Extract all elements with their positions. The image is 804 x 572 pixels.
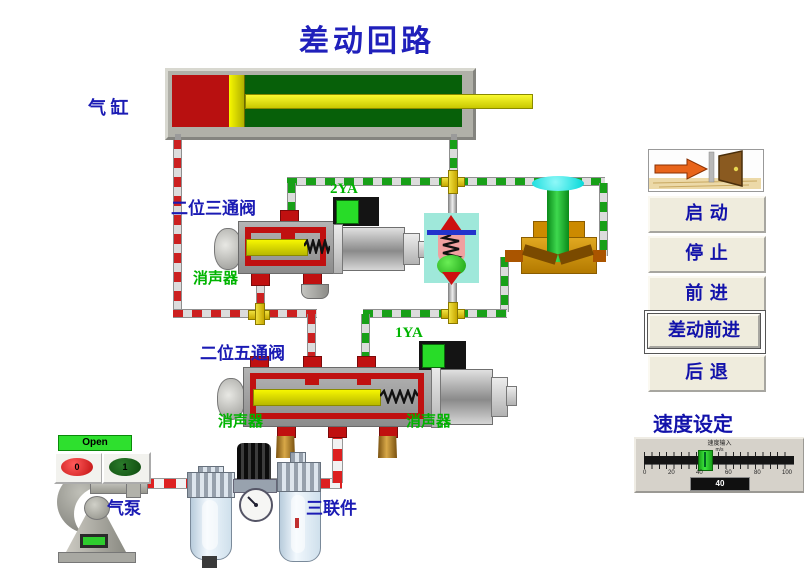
pipe-green-right-vertical [599, 183, 608, 256]
pipe-tee-red [248, 303, 270, 325]
check-valve-ball [437, 255, 466, 276]
muffler-label-2: 消声器 [218, 414, 264, 430]
pump-start-button-face[interactable]: 1 [109, 458, 141, 476]
speed-slider-panel: 速度输入 m/s 0 20 40 60 80 100 40 [634, 437, 804, 493]
pump-status-indicator: Open [58, 435, 132, 451]
valve5-end-cap [217, 378, 245, 420]
cylinder-label: 气 缸 [88, 98, 129, 118]
frl-oil-level [295, 518, 299, 528]
check-valve-seat [427, 230, 476, 235]
slider-ticks-bottom [644, 464, 792, 469]
valve3-end-cap [214, 228, 242, 270]
tick-label-100: 100 [782, 470, 793, 476]
differential-forward-button-frame: 差动前进 [644, 310, 766, 354]
frl-gauge-needle [247, 496, 258, 507]
pipe-green-valve5-drop [361, 314, 370, 368]
solenoid-1ya-label: 1YA [395, 325, 423, 341]
throttle-port-left [505, 250, 523, 262]
pump-sight-glass [83, 537, 105, 545]
pipe-supply-vertical [332, 427, 343, 483]
valve3-spool [246, 239, 308, 256]
backward-button[interactable]: 后 退 [648, 355, 766, 392]
differential-forward-button[interactable]: 差动前进 [647, 313, 761, 349]
slider-mini-unit: m/s [715, 447, 724, 453]
valve3-muffler [301, 284, 329, 299]
frl-filter-head [187, 472, 235, 498]
pump-shaft-knob [84, 496, 110, 520]
pump-label: 气泵 [107, 499, 141, 518]
cylinder-port-rear [175, 134, 181, 140]
slider-handle[interactable] [698, 450, 713, 471]
muffler-label-1: 消声器 [193, 271, 239, 287]
exit-door-icon [649, 150, 761, 189]
pipe-red-left-vertical [173, 139, 182, 313]
page-title: 差动回路 [299, 25, 435, 58]
tick-label-0: 0 [643, 470, 647, 476]
valve5-solenoid-nub [506, 386, 517, 406]
slider-value-display: 40 [690, 477, 750, 491]
pipe-green-valve3-drop [287, 183, 296, 222]
tick-label-60: 60 [725, 470, 732, 476]
pipe-green-throttle-left-drop [500, 257, 509, 312]
cylinder-port-front [451, 134, 457, 140]
pipe-cross-junction [441, 170, 465, 194]
pump-start-button[interactable]: 1 [102, 452, 151, 484]
cylinder-rear-chamber [172, 75, 229, 127]
valve5-solenoid-indicator [422, 344, 445, 368]
throttle-stem [547, 186, 569, 262]
throttle-knob-disc[interactable] [532, 176, 584, 191]
valve3-solenoid-body [333, 227, 405, 271]
slider-ticks-top [644, 452, 792, 457]
frl-filter-highlight [202, 500, 218, 550]
valve3-spring [304, 239, 330, 254]
pipe-tee-green [441, 302, 465, 324]
frl-filter-drain [202, 556, 217, 568]
pipe-green-cylinder-drop [449, 139, 458, 179]
pump-base-plate [58, 552, 136, 563]
pipe-red-valve5-drop [307, 314, 316, 368]
pipe-red-valve3-drop [256, 274, 265, 311]
valve5-spool [253, 389, 381, 406]
exit-button[interactable] [648, 149, 764, 192]
pump-stop-button-face[interactable]: 0 [61, 458, 93, 476]
slider-mini-label: 速度输入 [707, 441, 732, 447]
valve5-internal-port-2 [357, 373, 371, 385]
piston-rod [245, 94, 533, 109]
pump-stop-button[interactable]: 0 [54, 452, 103, 484]
valve3-solenoid-indicator [336, 200, 359, 224]
speed-setting-title: 速度设定 [653, 414, 733, 436]
valve5-spring [380, 389, 418, 404]
start-button[interactable]: 启 动 [648, 196, 766, 233]
solenoid-2ya-label: 2YA [330, 181, 358, 197]
stop-button[interactable]: 停 止 [648, 236, 766, 273]
cylinder-piston [229, 75, 246, 127]
throttle-port-right [593, 250, 606, 262]
valve5-label: 二位五通阀 [200, 344, 285, 363]
forward-button[interactable]: 前 进 [648, 276, 766, 313]
muffler-label-3: 消声器 [406, 414, 452, 430]
valve5-muffler-right [378, 436, 397, 458]
pipe-red-horizontal [173, 309, 317, 318]
valve3-internal-port [281, 227, 295, 239]
valve3-solenoid-flange [333, 224, 343, 274]
frl-regulator-knob[interactable] [237, 443, 271, 481]
tick-label-40: 40 [696, 470, 703, 476]
pipe-green-mid-horizontal [363, 309, 507, 318]
frl-lubricator-head [277, 462, 321, 492]
tick-label-80: 80 [754, 470, 761, 476]
frl-label: 三联件 [306, 499, 357, 518]
valve3-label: 二位三通阀 [171, 199, 256, 218]
tick-label-20: 20 [668, 470, 675, 476]
valve5-internal-port-1 [305, 373, 319, 385]
